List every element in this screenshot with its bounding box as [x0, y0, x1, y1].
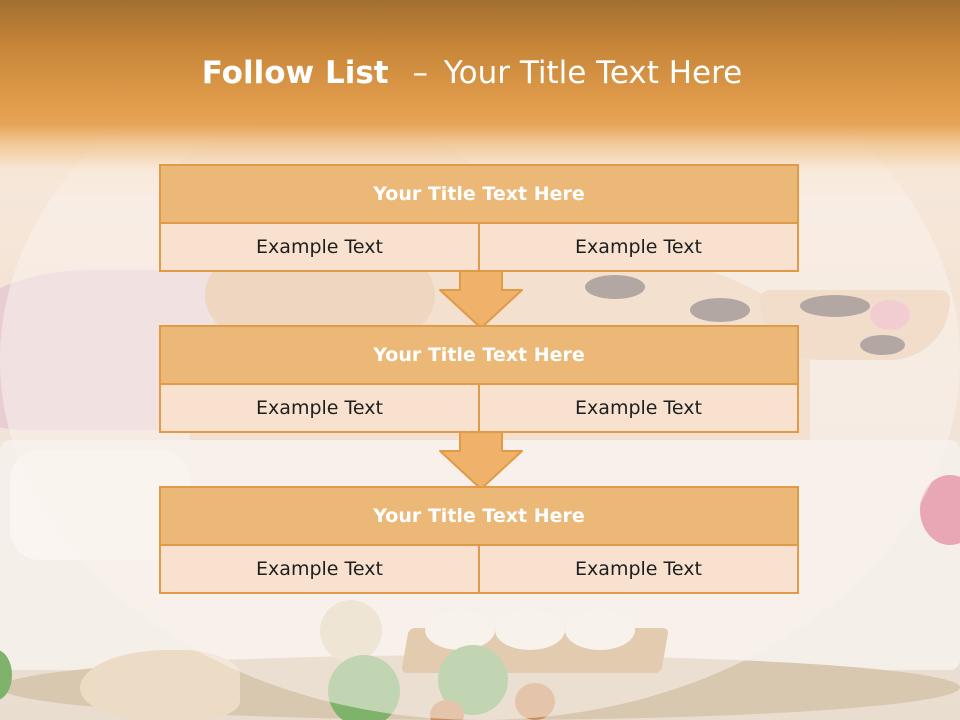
step-block-3: Your Title Text Here Example Text Exampl… — [159, 486, 799, 594]
down-arrow-icon — [439, 431, 523, 490]
step-cell-right: Example Text — [478, 546, 797, 592]
step-cell-left: Example Text — [256, 558, 383, 580]
background-shell — [80, 650, 240, 720]
step-block-1: Your Title Text Here Example Text Exampl… — [159, 164, 799, 272]
step-cell-right: Example Text — [478, 385, 797, 431]
step-block-2: Your Title Text Here Example Text Exampl… — [159, 325, 799, 433]
step-cell-left: Example Text — [256, 236, 383, 258]
step-cell-left: Example Text — [256, 397, 383, 419]
step-row: Example Text Example Text — [161, 385, 797, 431]
step-cell-right: Example Text — [478, 224, 797, 270]
step-row: Example Text Example Text — [161, 546, 797, 592]
slide-title-separator: – — [412, 55, 428, 91]
down-arrow-icon — [439, 270, 523, 329]
step-title: Your Title Text Here — [161, 166, 797, 224]
slide-title-bold: Follow List — [201, 55, 389, 91]
step-row: Example Text Example Text — [161, 224, 797, 270]
slide-title-rest: Your Title Text Here — [443, 55, 743, 91]
slide-title: Follow List – Your Title Text Here — [0, 55, 944, 91]
background-ball — [0, 650, 12, 700]
step-title: Your Title Text Here — [161, 488, 797, 546]
step-title: Your Title Text Here — [161, 327, 797, 385]
